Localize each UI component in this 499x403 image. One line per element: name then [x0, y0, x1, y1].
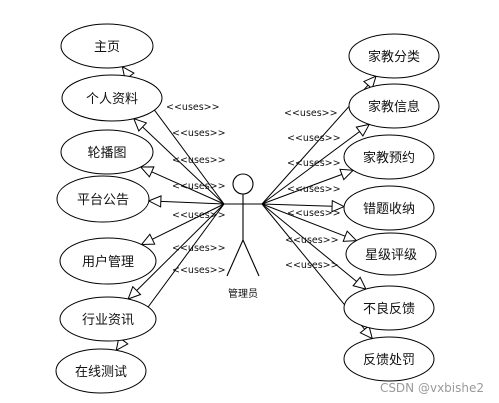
uses-label-announcement: <<uses>> — [172, 181, 226, 192]
uses-label-online-test: <<uses>> — [172, 265, 226, 276]
arrowhead-tutor-info — [355, 123, 371, 137]
assoc-line-tutor-booking — [261, 169, 354, 205]
arrowhead-carousel — [139, 166, 155, 178]
watermark: CSDN @vxbishe2 — [380, 381, 484, 395]
use-case-ellipse — [60, 23, 154, 69]
use-case-profile: 个人资料 — [61, 74, 163, 122]
use-case-label: 不良反馈 — [363, 301, 415, 317]
uses-label-profile: <<uses>> — [172, 128, 226, 139]
use-case-carousel: 轮播图 — [60, 129, 154, 175]
arrowhead-feedback-penalty — [359, 324, 374, 340]
assoc-line-profile — [133, 118, 225, 205]
use-case-label: 星级评级 — [365, 248, 417, 263]
use-case-feedback-penalty: 反馈处罚 — [343, 336, 435, 382]
uses-label-tutor-category: <<uses>> — [284, 108, 338, 119]
arrowhead-industry-news — [127, 285, 142, 300]
use-case-label: 行业资讯 — [82, 313, 134, 328]
use-case-label: 用户管理 — [82, 254, 134, 270]
use-case-ellipse — [345, 232, 437, 276]
use-case-star-rating: 星级评级 — [345, 232, 437, 276]
uses-label-carousel: <<uses>> — [172, 155, 226, 166]
use-case-error-collection: 错题收纳 — [343, 185, 435, 231]
uses-label-tutor-booking: <<uses>> — [287, 158, 341, 169]
use-case-user-management: 用户管理 — [59, 237, 157, 285]
uses-label-user-management: <<uses>> — [172, 210, 226, 221]
assoc-line-carousel — [140, 166, 225, 205]
use-case-label: 家教分类 — [368, 49, 420, 65]
use-case-ellipse — [348, 33, 440, 79]
use-case-label: 家教信息 — [368, 99, 420, 115]
use-case-industry-news: 行业资讯 — [59, 296, 157, 342]
uses-label-negative-feedback: <<uses>> — [285, 235, 339, 246]
use-case-label: 家教预约 — [363, 150, 415, 166]
assoc-line-user-management — [141, 203, 225, 245]
arrowhead-error-collection — [331, 199, 346, 213]
use-case-label: 在线测试 — [75, 365, 127, 380]
use-case-ellipse — [343, 336, 435, 382]
assoc-line-star-rating — [261, 203, 357, 242]
assoc-line-industry-news — [127, 203, 225, 300]
association-lines: <<uses>> <<uses>> <<uses>> <<uses>> <<uses>>… — [115, 65, 377, 352]
use-case-ellipse — [343, 185, 435, 231]
use-case-ellipse — [55, 348, 147, 394]
use-case-label: 错题收纳 — [363, 202, 415, 217]
actor-right-leg — [242, 239, 260, 277]
uses-label-error-collection: <<uses>> — [287, 184, 341, 195]
uses-label-feedback-penalty: <<uses>> — [285, 260, 339, 271]
actor-head — [232, 173, 254, 195]
use-case-ellipse — [59, 296, 157, 342]
use-case-ellipse — [343, 134, 435, 180]
use-case-tutor-info: 家教信息 — [348, 83, 440, 129]
use-case-label: 主页 — [94, 40, 120, 55]
use-case-tutor-category: 家教分类 — [348, 33, 440, 79]
use-case-ellipse — [348, 83, 440, 129]
use-case-tutor-booking: 家教预约 — [343, 134, 435, 180]
use-case-ellipse — [56, 175, 150, 223]
assoc-line-error-collection — [261, 203, 345, 208]
assoc-line-negative-feedback — [261, 203, 367, 290]
use-case-label: 反馈处罚 — [363, 353, 415, 368]
arrowhead-tutor-booking — [339, 168, 355, 181]
use-case-announcement: 平台公告 — [56, 175, 150, 223]
use-case-label: 平台公告 — [77, 193, 129, 208]
arrowhead-announcement — [147, 195, 162, 208]
arrowhead-profile — [132, 117, 148, 132]
use-case-label: 个人资料 — [86, 92, 138, 107]
uses-label-industry-news: <<uses>> — [172, 243, 226, 254]
assoc-line-announcement — [148, 200, 225, 205]
use-case-label: 轮播图 — [87, 146, 126, 161]
use-case-negative-feedback: 不良反馈 — [343, 285, 435, 331]
arrowhead-star-rating — [342, 230, 358, 242]
actor-administrator: 管理员 — [222, 173, 264, 300]
uses-label-tutor-info: <<uses>> — [287, 133, 341, 144]
arrowhead-user-management — [140, 233, 156, 246]
uses-label-star-rating: <<uses>> — [287, 208, 341, 219]
assoc-line-tutor-info — [261, 123, 370, 205]
uses-label-home: <<uses>> — [166, 102, 220, 113]
arrowhead-tutor-category — [363, 75, 377, 90]
use-case-home: 主页 — [60, 23, 154, 69]
use-case-ellipse — [60, 129, 154, 175]
use-case-ellipse — [59, 237, 157, 285]
use-case-ellipse — [343, 285, 435, 331]
use-case-online-test: 在线测试 — [55, 348, 147, 394]
actor-label: 管理员 — [228, 287, 258, 300]
actor-left-leg — [226, 239, 244, 277]
use-case-ellipse — [61, 74, 163, 122]
arrowhead-negative-feedback — [352, 276, 367, 290]
